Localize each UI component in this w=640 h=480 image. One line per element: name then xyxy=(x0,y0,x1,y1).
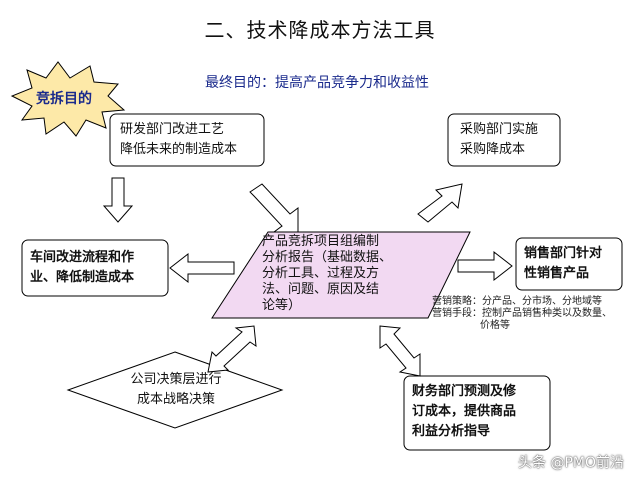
sales-box-text: 销售部门针对 性销售产品 xyxy=(524,244,602,284)
decision-line-1: 公司决策层进行 xyxy=(130,372,222,387)
arrow-left-icon xyxy=(169,252,235,284)
center-line-1: 产品竞拆项目组编制 xyxy=(262,234,380,249)
decision-line-2: 成本战略决策 xyxy=(136,392,215,407)
arrow-right-icon xyxy=(457,250,513,282)
purchase-box xyxy=(447,113,561,167)
center-line-5: 论等） xyxy=(262,298,302,313)
page-title: 二、技术降成本方法工具 xyxy=(204,18,436,42)
sales-line-2: 性销售产品 xyxy=(524,266,590,281)
watermark: 头条 @PMO前沿 xyxy=(518,455,624,471)
sales-note-line-3: 价格等 xyxy=(480,320,510,331)
finance-box-text: 财务部门预测及修 订成本，提供商品 利益分析指导 xyxy=(412,382,516,442)
rnd-line-1: 研发部门改进工艺 xyxy=(120,122,225,137)
purchase-line-2: 采购降成本 xyxy=(460,142,526,157)
rnd-line-2: 降低未来的制造成本 xyxy=(120,142,238,157)
arrow-up-left-icon xyxy=(249,183,299,233)
rnd-box-text: 研发部门改进工艺 降低未来的制造成本 xyxy=(120,120,237,160)
workshop-box-text: 车间改进流程和作 业、降低制造成本 xyxy=(30,248,134,288)
decision-box-text: 公司决策层进行 成本战略决策 xyxy=(124,370,228,410)
purchase-line-1: 采购部门实施 xyxy=(460,122,539,137)
workshop-line-1: 车间改进流程和作 xyxy=(30,250,135,265)
sales-note-line-1: 营销策略：分产品、分市场、分地域等 xyxy=(432,296,602,307)
workshop-line-2: 业、降低制造成本 xyxy=(30,270,135,285)
finance-box xyxy=(403,375,551,451)
sales-note-line-2: 营销手段：控制产品销售种类以及数量、 xyxy=(432,308,612,319)
finance-line-3: 利益分析指导 xyxy=(412,424,491,439)
goal-text: 最终目的：提高产品竞争力和收益性 xyxy=(205,75,429,91)
arrow-up-right-icon xyxy=(417,183,463,223)
double-arrow-finance-icon xyxy=(379,325,421,377)
burst-shape xyxy=(10,61,126,137)
double-arrow-decision-icon xyxy=(207,325,257,373)
finance-line-1: 财务部门预测及修 xyxy=(412,384,517,399)
arrow-down-icon xyxy=(102,177,134,223)
center-box-text: 产品竞拆项目组编制 分析报告（基础数据、 分析工具、过程及方 法、问题、原因及结… xyxy=(262,234,392,314)
sales-box xyxy=(515,237,623,291)
sales-line-1: 销售部门针对 xyxy=(524,246,603,261)
burst-label: 竞拆目的 xyxy=(36,91,92,107)
sales-note: 营销策略：分产品、分市场、分地域等 营销手段：控制产品销售种类以及数量、 价格等 xyxy=(432,296,612,332)
center-line-4: 法、问题、原因及结 xyxy=(262,282,380,297)
purchase-box-text: 采购部门实施 采购降成本 xyxy=(460,120,538,160)
center-line-3: 分析工具、过程及方 xyxy=(262,266,380,281)
decision-diamond xyxy=(66,351,284,429)
center-line-2: 分析报告（基础数据、 xyxy=(262,250,393,265)
center-parallelogram xyxy=(211,231,471,319)
rnd-box xyxy=(109,113,265,167)
finance-line-2: 订成本，提供商品 xyxy=(412,404,517,419)
workshop-box xyxy=(21,239,169,297)
